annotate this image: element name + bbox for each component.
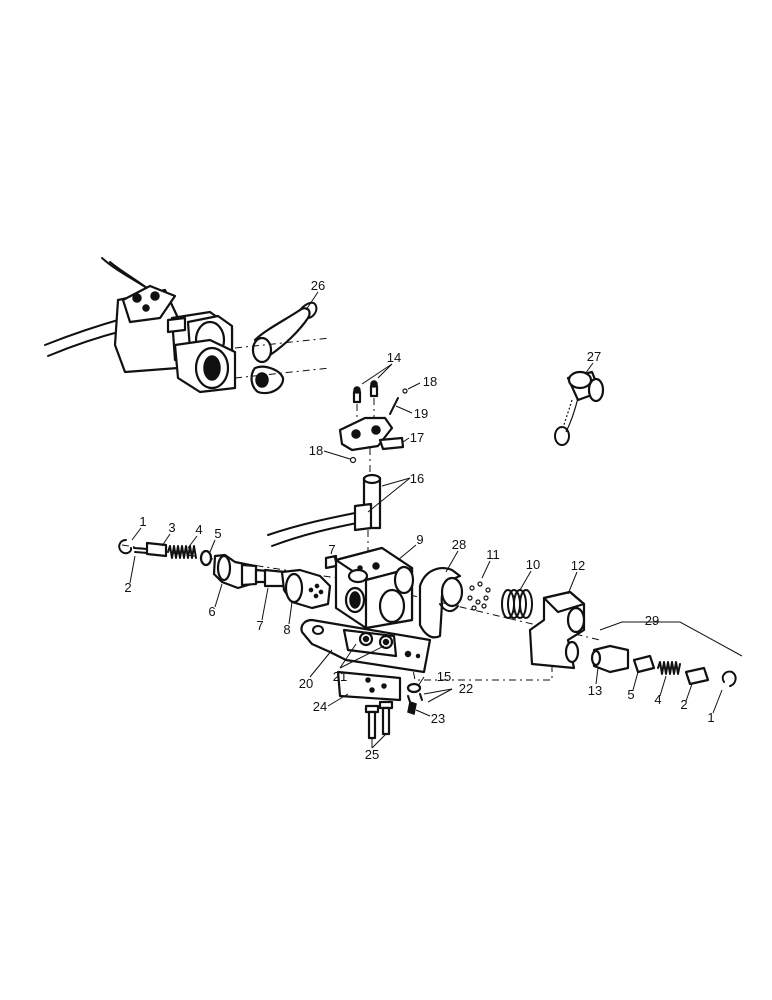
spring-4-left — [167, 545, 197, 559]
base-plate-24 — [336, 670, 402, 702]
callout-8: 8 — [283, 622, 290, 637]
retainer-clamp-28 — [418, 567, 464, 639]
callout-9: 9 — [416, 532, 423, 547]
callout-7-left: 7 — [256, 618, 263, 633]
callout-10: 10 — [526, 557, 540, 572]
callout-25: 25 — [365, 747, 379, 762]
pins-22 — [407, 693, 423, 703]
callout-26: 26 — [311, 278, 325, 293]
callout-19: 19 — [414, 406, 428, 421]
callout-2-left: 2 — [124, 580, 131, 595]
callout-2-right: 2 — [680, 697, 687, 712]
nipple-13 — [590, 644, 630, 674]
washer-5-left — [199, 549, 213, 567]
callout-12: 12 — [571, 558, 585, 573]
screws-14 — [352, 380, 379, 404]
ball-18-top — [402, 388, 408, 394]
callout-4-left: 4 — [195, 522, 202, 537]
callout-18-lower: 18 — [309, 443, 323, 458]
callout-23: 23 — [431, 711, 445, 726]
callout-5-right: 5 — [627, 687, 634, 702]
washer-15 — [406, 682, 422, 694]
end-block-12 — [528, 590, 586, 670]
ball-bearings-11 — [467, 581, 491, 611]
coil-spring-10 — [501, 589, 533, 619]
callout-5-left: 5 — [214, 526, 221, 541]
callout-14: 14 — [387, 350, 401, 365]
bracket-line-29 — [599, 621, 743, 657]
callout-13: 13 — [588, 683, 602, 698]
bolts-25 — [364, 700, 394, 740]
handle-lever-16 — [267, 473, 382, 547]
callout-labels: 1 3 4 5 2 6 7 7 8 9 28 11 10 12 29 13 5 … — [124, 278, 714, 762]
spring-19 — [389, 397, 399, 415]
sleeve-5-right — [632, 654, 656, 674]
valve-body-9 — [324, 546, 415, 630]
dust-cap-26 — [250, 301, 318, 395]
screw-23 — [407, 701, 417, 715]
callout-27: 27 — [587, 349, 601, 364]
callout-3: 3 — [168, 520, 175, 535]
callout-24: 24 — [313, 699, 327, 714]
callout-1-right: 1 — [707, 710, 714, 725]
gasket-21 — [342, 628, 398, 658]
coupler-sleeve-8 — [280, 568, 332, 610]
pin-2-right — [684, 666, 710, 686]
coupler-body-6 — [212, 553, 282, 590]
callout-11: 11 — [486, 547, 500, 562]
callout-18-top: 18 — [423, 374, 437, 389]
ball-18-lower — [349, 456, 357, 464]
coupler-assembly-inset — [44, 257, 237, 394]
callout-7-upper: 7 — [328, 542, 335, 557]
leader-lines — [129, 291, 723, 749]
spring-4-right — [657, 661, 681, 675]
snap-ring-1-right — [721, 670, 737, 687]
callout-4-right: 4 — [654, 692, 661, 707]
callout-17: 17 — [410, 430, 424, 445]
callout-21: 21 — [333, 669, 347, 684]
callout-28: 28 — [452, 537, 466, 552]
bracket-17 — [338, 416, 405, 452]
callout-6: 6 — [208, 604, 215, 619]
callout-29: 29 — [645, 613, 659, 628]
callout-20: 20 — [299, 676, 313, 691]
callout-15: 15 — [437, 669, 451, 684]
callout-16: 16 — [410, 471, 424, 486]
snap-ring-1-left — [118, 539, 133, 555]
dust-cap-27 — [554, 370, 605, 446]
callout-22: 22 — [459, 681, 473, 696]
push-rod-3 — [145, 541, 168, 558]
callout-1-left: 1 — [139, 514, 146, 529]
